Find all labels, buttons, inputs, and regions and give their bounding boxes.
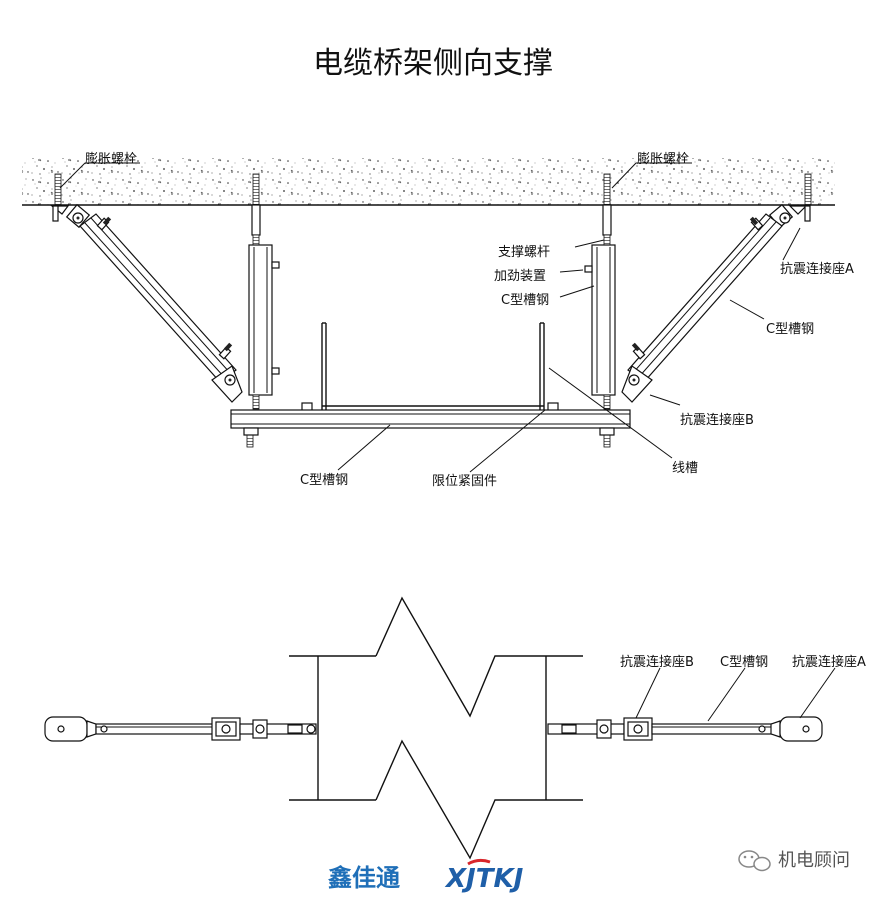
expansion-bolt-2: [252, 173, 260, 206]
label-stiffener: 加劲装置: [494, 269, 546, 284]
label-c-channel-plan: C型槽钢: [720, 655, 768, 670]
label-seismic-seat-a-plan: 抗震连接座A: [792, 654, 866, 670]
wechat-icon: [738, 850, 771, 872]
bottom-channel: [230, 409, 631, 448]
plan-view: 抗震连接座B C型槽钢 抗震连接座A: [44, 596, 866, 860]
watermark: 机电顾问: [738, 850, 850, 872]
expansion-bolt-3: [603, 173, 611, 206]
brand-logo-en: XJTKJ: [444, 864, 524, 894]
label-c-channel-bottom: C型槽钢: [300, 473, 348, 488]
leader-lines: [59, 162, 801, 473]
brand-logo-cn: 鑫佳通: [328, 864, 400, 892]
plan-cable-tray: [289, 596, 583, 860]
label-c-channel-brace: C型槽钢: [766, 322, 814, 337]
brand-logos: 鑫佳通 XJTKJ: [328, 858, 524, 894]
left-brace: [50, 203, 243, 403]
watermark-text: 机电顾问: [778, 850, 850, 871]
label-cable-tray: 线槽: [672, 461, 698, 476]
cable-tray: [301, 322, 559, 412]
label-seismic-seat-b-plan: 抗震连接座B: [620, 654, 694, 670]
brand-swoosh: [467, 858, 491, 866]
plan-right-brace: [547, 716, 823, 742]
label-seismic-seat-b-top: 抗震连接座B: [680, 412, 754, 428]
elevation-view: 膨胀螺栓 膨胀螺栓 支撑螺杆 加劲装置 C型槽钢 抗震连接座A C型槽钢 抗震连…: [22, 152, 854, 489]
label-limit-fastener: 限位紧固件: [432, 474, 497, 489]
label-support-rod: 支撑螺杆: [498, 245, 550, 260]
label-seismic-seat-a-top: 抗震连接座A: [780, 261, 854, 277]
right-brace: [621, 203, 811, 403]
concrete-slab: [22, 158, 835, 205]
plan-leader-lines: [635, 667, 836, 722]
label-c-channel-vertical: C型槽钢: [501, 293, 549, 308]
label-expansion-bolt-left: 膨胀螺栓: [85, 152, 137, 167]
right-hanger: [584, 204, 616, 410]
label-expansion-bolt-right: 膨胀螺栓: [637, 152, 689, 167]
plan-left-brace: [44, 716, 317, 742]
expansion-bolt-4: [804, 173, 812, 206]
expansion-bolt-1: [54, 173, 62, 206]
left-hanger: [248, 204, 280, 410]
page-title: 电缆桥架侧向支撑: [313, 46, 553, 81]
